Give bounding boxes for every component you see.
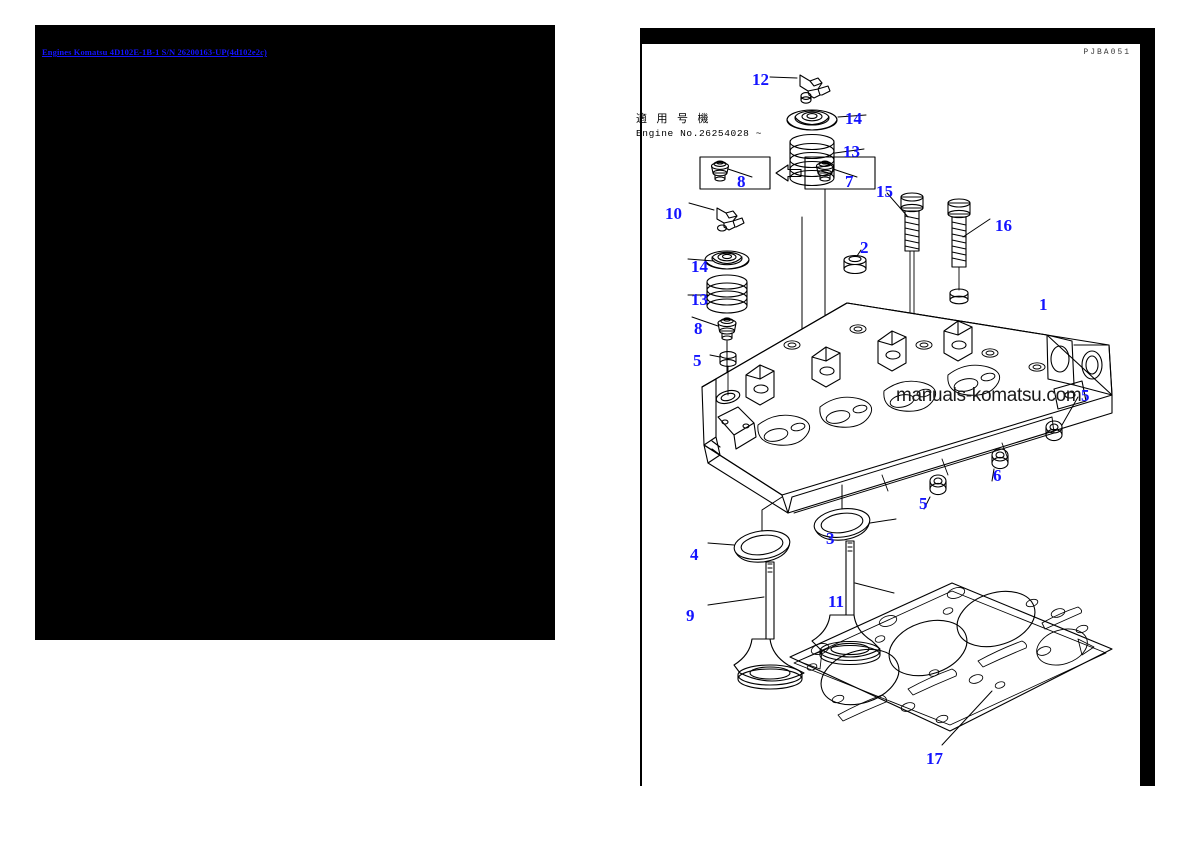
part-valve-seal-8-left xyxy=(717,317,737,341)
callout-13b: 13 xyxy=(691,290,708,309)
callout-17: 17 xyxy=(926,749,943,768)
sheet-right-border xyxy=(1140,28,1155,786)
part-plug-5-left xyxy=(719,351,737,396)
part-valve-keeper-12 xyxy=(799,74,831,104)
callout-5b: 5 xyxy=(919,494,928,513)
part-plug-5-right xyxy=(1045,420,1063,442)
callout-13a: 13 xyxy=(843,142,860,161)
callout-8b: 8 xyxy=(694,319,703,338)
part-plug-5-front xyxy=(929,474,947,496)
sheet-code-label: PJBA051 xyxy=(1083,48,1131,57)
applicability-note-japanese: 適 用 号 機 xyxy=(636,112,712,125)
exploded-parts-drawing xyxy=(642,45,1140,785)
applicability-box-left xyxy=(699,156,771,190)
part-valve-spring-13-top xyxy=(789,133,835,187)
sheet-left-border xyxy=(640,44,642,786)
applicability-note-english: Engine No.26254028 ~ xyxy=(636,128,763,139)
callout-14a: 14 xyxy=(845,109,862,128)
part-head-gasket-17 xyxy=(789,582,1113,732)
part-valve-keeper-10 xyxy=(716,207,745,232)
part-valve-seat-4 xyxy=(733,530,791,563)
callout-5c: 5 xyxy=(1081,386,1090,405)
callout-5a: 5 xyxy=(693,351,702,370)
applicability-note: 適 用 号 機 Engine No.26254028 ~ xyxy=(636,110,768,139)
applicability-arrow xyxy=(775,164,802,182)
callout-10: 10 xyxy=(665,204,682,223)
callout-12: 12 xyxy=(752,70,769,89)
part-bolt-16 xyxy=(947,198,971,305)
part-cap-2 xyxy=(843,254,867,275)
callout-8a: 8 xyxy=(737,172,746,191)
sheet-top-border xyxy=(640,28,1155,44)
callout-9: 9 xyxy=(686,606,695,625)
part-valve-seal-8-boxed xyxy=(710,160,730,182)
callout-2: 2 xyxy=(860,238,869,257)
part-valve-spring-13-left xyxy=(706,274,748,314)
callout-3: 3 xyxy=(826,529,835,548)
callout-7: 7 xyxy=(845,172,854,191)
part-plug-6 xyxy=(991,448,1009,470)
document-preview-panel: Engines Komatsu 4D102E-1B-1 S/N 26200163… xyxy=(35,25,555,640)
callout-4: 4 xyxy=(690,545,699,564)
part-cylinder-head-1 xyxy=(701,302,1113,514)
callout-6: 6 xyxy=(993,466,1002,485)
callout-16: 16 xyxy=(995,216,1012,235)
watermark: manuals-komatsu.com xyxy=(896,385,1082,406)
document-title-link[interactable]: Engines Komatsu 4D102E-1B-1 S/N 26200163… xyxy=(42,47,267,57)
part-valve-seal-7-boxed xyxy=(815,160,835,182)
applicability-box-right xyxy=(804,156,876,190)
part-valve-11 xyxy=(811,540,881,666)
callout-14b: 14 xyxy=(691,257,708,276)
part-valve-9 xyxy=(733,561,805,690)
callout-1: 1 xyxy=(1039,295,1048,314)
parts-diagram-panel: PJBA051 xyxy=(628,28,1155,786)
part-valve-seat-3 xyxy=(813,508,871,541)
part-spring-retainer-14-top xyxy=(786,109,838,131)
part-spring-retainer-14-left xyxy=(704,250,750,270)
callout-11: 11 xyxy=(828,592,845,611)
callout-15: 15 xyxy=(876,182,893,201)
